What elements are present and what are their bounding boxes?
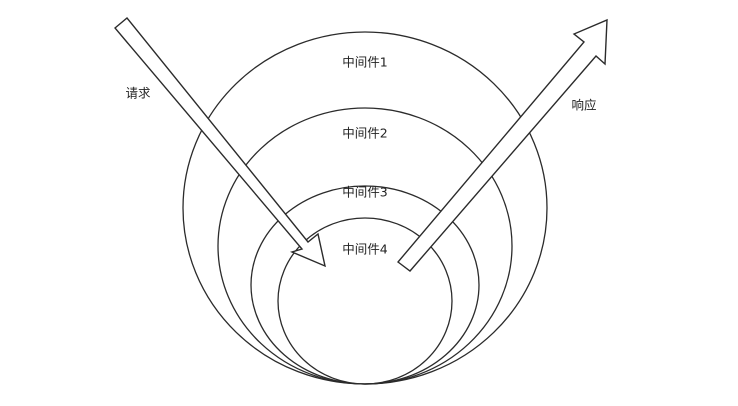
middleware-1-ring <box>182 31 548 385</box>
middleware-1-label: 中间件1 <box>342 54 388 70</box>
middleware-3-label: 中间件3 <box>342 184 388 200</box>
middleware-4-label: 中间件4 <box>342 241 388 257</box>
response-arrow <box>396 18 608 272</box>
request-label: 请求 <box>125 85 151 101</box>
middleware-2-label: 中间件2 <box>342 125 388 141</box>
middleware-4-ring <box>277 217 453 385</box>
response-label: 响应 <box>571 97 597 113</box>
request-arrow <box>114 17 326 268</box>
